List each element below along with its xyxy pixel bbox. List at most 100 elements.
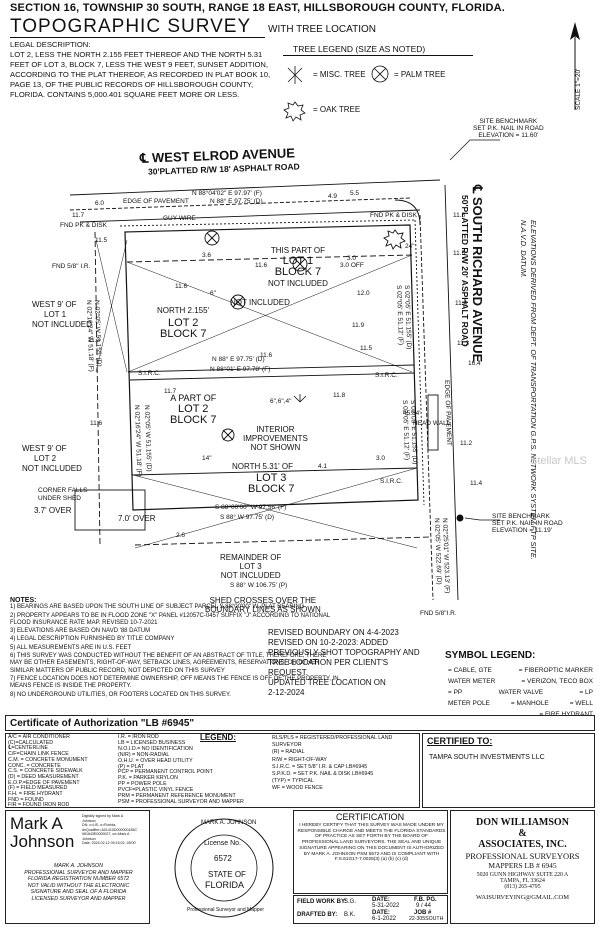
job-label: JOB # [414,910,432,916]
company-addr1: 5020 GUNN HIGHWAY SUITE 220 A [476,872,569,878]
sirc-label-3: S.I.R.C. [380,478,403,485]
tree-legend-title: TREE LEGEND (SIZE AS NOTED) [293,44,426,54]
meter-pole-symbol: METER POLE [448,700,490,707]
abbrev-item: FIR = FOUND IRON ROD [8,802,70,809]
abbrev-legend-title: LEGEND: [200,733,236,742]
misc-tree-label: = MISC. TREE [313,70,366,79]
interior-c: NOT SHOWN [250,443,301,452]
lot3-lot: LOT 3 [256,472,287,484]
abbrev-item: (F) = FIELD MEASURED [8,785,68,792]
abbrev-item: F.H. = FIRE HYDRANT [8,791,63,798]
note-item: 2) PROPERTY APPEARS TO BE IN FLOOD ZONE … [10,612,330,626]
note-item: 5) ALL MEASUREMENTS ARE IN U.S. FEET [10,644,132,651]
drafted-label: DRAFTED BY: [297,912,338,918]
symbol-legend-row: = CABLE, GTE = FIBEROPTIC MARKER [448,665,593,676]
palm-tree-label: = PALM TREE [394,70,446,79]
note-item: 8) NO UNDERGROUND UTILITIES, OR FOOTERS … [10,691,231,698]
lot2-block: BLOCK 7 [160,328,207,340]
revision-line: REVISED ON 10-2-2023: ADDED [268,638,389,647]
dim: 3.0 [376,455,386,462]
date2-value: 6-1-2022 [372,916,397,922]
bearing-mid-deed: N 88° E 97.75' (D) [212,356,265,363]
fnd-iron-rod-label-2: FND 5/8"I.R. [420,610,457,617]
abbrev-item: PSM = PROFESSIONAL SURVEYOR AND MAPPER [118,798,244,805]
printed-line: PROFESSIONAL SURVEYOR AND MAPPER [24,869,133,876]
signature-printed: MARK A. JOHNSON PROFESSIONAL SURVEYOR AN… [10,863,147,902]
shed-note: SHED CROSSES OVER THE BOUNDARY LINES AS … [205,596,321,614]
signature-box: Mark A Johnson Digitally signed by Mark … [5,810,150,924]
shed-note-b: BOUNDARY LINES AS SHOWN [205,605,321,614]
edge-of-pavement-label: EDGE OF PAVEMENT [123,198,189,205]
drafted-value: B.K. [344,912,356,918]
symbol-legend-row: = FIRE HYDRANT [448,709,593,720]
legal-text: LOT 2, LESS THE NORTH 2.155 FEET THEREOF… [10,50,271,99]
lot1-this-part: THIS PART OF [270,246,326,255]
west9-lot1-c: NOT INCLUDED [32,320,92,329]
company-box: DON WILLIAMSON & ASSOCIATES, INC. PROFES… [450,810,595,924]
fnd-pk-disk-label-2: FND PK & DISK [370,212,417,219]
bearing-south-field: S 88°00'00" W 97.56' (F) [215,504,287,511]
printed-line: SIGNATURE AND SEAL OF A FLORIDA [30,889,127,895]
note-item: 7) FENCE LOCATION DOES NOT DETERMINE OWN… [10,675,339,690]
certification-box: CERTIFICATION I HEREBY CERTIFY THAT THIS… [293,810,448,894]
elevation: 11.2 [460,440,473,447]
lot3-label: LOT 3 BLOCK 7 [248,473,294,495]
abbrev-item: PRM = PERMANENT REFERENCE MONUMENT [118,793,236,800]
oak-tree-marker [383,229,406,250]
cert-auth-bar: Certificate of Authorization "LB #6945" [5,715,595,731]
abbrev-item: PVCF=PLASTIC VINYL FENCE [118,787,194,794]
lot2-not-included: NOT INCLUDED [230,298,290,307]
seal-bottom: Professional Surveyor and Mapper [187,907,264,913]
date2-label: DATE: [372,910,390,916]
remainder-a: REMAINDER OF [220,553,282,562]
signature-name-line1: Mark A [10,814,63,833]
head-wall-label: HEAD WALL [413,420,451,427]
elevation: 11.4 [455,300,468,307]
dim: 3.0 OFF [340,262,364,269]
company-phone: (813) 265-4795 [504,884,541,890]
tree-legend-icons [283,66,306,122]
sirc-label-1: S.I.R.C. [138,370,161,377]
field-info-box: FIELD WORK BY: S.G. DRAFTED BY: B.K. DAT… [293,895,448,924]
cable-symbol: = CABLE, GTE [448,667,492,674]
elevation: 11.5 [360,345,373,352]
lp-symbol: = LP [579,689,593,696]
over-37-label: 3.7' OVER [34,506,72,515]
symbol-legend-row: METER POLE = MANHOLE = WELL [448,698,593,709]
symbol-legend-items: = CABLE, GTE = FIBEROPTIC MARKER WATER M… [448,665,593,720]
benchmark-north-title: SITE BENCHMARK [479,118,538,125]
company-addr2: TAMPA, FL 33624 [500,878,545,884]
tree-size: 24" [405,243,415,250]
digital-line: DN: c=US, o=Florida, [82,823,117,827]
field-work-label: FIELD WORK BY: [297,899,347,905]
survey-title: TOPOGRAPHIC SURVEY [10,16,252,37]
benchmark-south-desc: SET P.K. NAIL IN ROAD [492,520,563,527]
curb-corner [394,199,421,226]
benchmark-north-desc: SET P.K. NAIL IN ROAD [473,125,544,132]
printed-line: NOT VALID WITHOUT THE ELECTRONIC [27,882,130,889]
lot1-block: BLOCK 7 [274,266,322,278]
dim: 2.6 [176,532,186,539]
remainder-c: NOT INCLUDED [220,571,281,580]
seal-license: License No. [204,840,241,847]
job-value: 22-305SOUTH [409,916,444,922]
abbrev-item: O.H.U. = OVER HEAD UTILITY [118,757,193,764]
revisions-block: REVISED BOUNDARY ON 4-4-2023 REVISED ON … [268,628,420,698]
revision-line: TREE LOCATION PER CLIENT'S [268,658,389,667]
abbrev-item: RLS/PLS = REGISTERED/PROFESSIONAL LAND S… [272,735,393,749]
revision-line: 2-12-2024 [268,688,305,697]
certification-title: CERTIFICATION [336,812,405,822]
abbrev-item: (TYP) = TYPICAL [272,778,314,785]
symbol-legend-row: WATER METER = VERIZON, TECO BOX [448,676,593,687]
west9-lot2-b: LOT 2 [34,454,57,463]
tree-size: 6" [210,290,216,297]
seal-box: MARK A. JOHNSON License No. 6572 STATE O… [152,810,292,924]
elevation: 11.6 [90,420,103,427]
elevation: 11.5 [453,250,466,257]
company-name-1: DON WILLIAMSON [476,817,569,828]
abbrev-item: C/F=CHAIN LINK FENCE [8,751,69,758]
digital-line: Johnson [82,836,96,841]
elevation: 11.6 [175,283,188,290]
printed-line: FLORIDA REGISTRATION NUMBER 6572 [27,876,130,882]
